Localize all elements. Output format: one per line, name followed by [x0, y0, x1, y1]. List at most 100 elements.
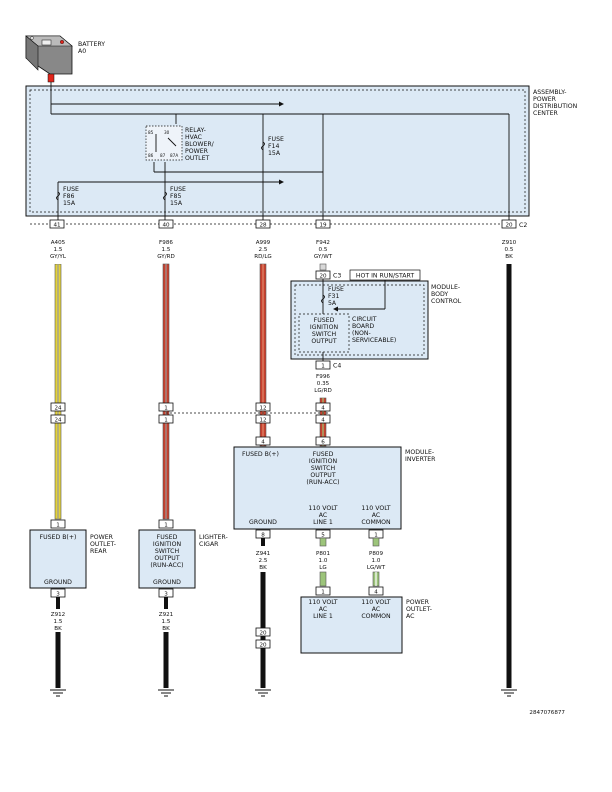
- wire-p801: [319, 571, 327, 587]
- rear-outlet-fused-b: FUSED B(+): [40, 534, 77, 541]
- z912-gauge: 1.5: [54, 619, 63, 625]
- lighter-ign-2: IGNITION: [153, 541, 182, 548]
- f986-circuit: F986: [159, 240, 173, 246]
- c3-label: C3: [333, 273, 341, 280]
- ac-outlet-label-2: OUTLET-: [406, 606, 432, 613]
- pin-28-label: 28: [259, 223, 267, 229]
- inline-pin-24a: [50, 402, 66, 412]
- wire-label-f942: F942 0.5 GY/WT: [314, 240, 333, 260]
- lighter-module: [138, 529, 196, 589]
- lighter-pin-1: [158, 519, 174, 529]
- fuse-f86-symbol: [56, 191, 60, 201]
- pdc-label-2: POWER: [533, 96, 557, 103]
- a999-circuit: A999: [256, 240, 271, 246]
- lighter-label-2: CIGAR: [199, 541, 219, 548]
- fuse-f85-label-1: FUSE: [170, 186, 186, 193]
- battery: [25, 35, 73, 83]
- fuse-f86-label-2: F86: [63, 193, 74, 200]
- pdc-label-1: ASSEMBLY-: [533, 89, 566, 96]
- lighter-ign-5: (RUN-ACC): [150, 562, 183, 569]
- wire-label-a999: A999 2.5 RD/LG: [254, 240, 272, 260]
- inline-pin-12a-label: 12: [259, 406, 266, 412]
- wire-p809: [372, 571, 380, 587]
- c4-pin-label: 1: [321, 364, 325, 370]
- inverter-ground: GROUND: [249, 519, 277, 526]
- z912-circuit: Z912: [51, 612, 66, 618]
- pin-20: [501, 219, 517, 229]
- diagram-number: 2847076877: [529, 710, 565, 716]
- ac-outlet-label-1: POWER: [406, 599, 430, 606]
- inline-pin-12b: [255, 414, 271, 424]
- ac-outlet-line-a: 110 VOLT: [308, 599, 337, 606]
- bcm-module: [290, 280, 429, 360]
- inline-pin-1b-label: 1: [164, 418, 168, 424]
- pin-41-label: 41: [53, 223, 61, 229]
- rear-outlet-label-1: POWER: [90, 534, 114, 541]
- ground-inline-pin-20b: [255, 639, 271, 649]
- pin-40: [158, 219, 174, 229]
- z910-circuit: Z910: [502, 240, 517, 246]
- bcm-inner-border: [294, 284, 425, 356]
- bcm-label-3: CONTROL: [431, 298, 462, 305]
- ground-symbol-lighter: [158, 689, 174, 697]
- pin-41: [49, 219, 65, 229]
- rear-outlet-label-3: REAR: [90, 548, 107, 555]
- pin-19-label: 19: [319, 223, 327, 229]
- ac-outlet-com-b: AC: [372, 606, 380, 613]
- z921-gauge: 1.5: [162, 619, 171, 625]
- a405-color: GY/YL: [50, 254, 67, 260]
- ground-symbol-rear: [50, 689, 66, 697]
- bcm-fused-4: OUTPUT: [311, 338, 336, 345]
- rear-outlet-pin-3-label: 3: [56, 592, 60, 598]
- rear-outlet-ground: GROUND: [44, 579, 72, 586]
- wire-z912-top: [56, 597, 60, 609]
- bcm-fused-1: FUSED: [314, 317, 335, 324]
- ac-outlet-pin-1: [315, 586, 331, 596]
- inline-pin-12b-label: 12: [259, 418, 266, 424]
- ac-outlet-com-a: 110 VOLT: [361, 599, 390, 606]
- pdc-label-4: CENTER: [533, 110, 559, 117]
- relay-label-2: HVAC: [185, 134, 202, 141]
- f996-color: LG/RD: [314, 388, 332, 394]
- fuse-f14-label-3: 15A: [268, 150, 281, 157]
- inline-pin-24b: [50, 414, 66, 424]
- wire-p809-top: [372, 537, 380, 547]
- fuse-f14-symbol: [261, 141, 265, 151]
- z921-circuit: Z921: [159, 612, 174, 618]
- battery-id: A0: [78, 48, 86, 55]
- z941-gauge: 2.5: [259, 558, 268, 564]
- pin-19: [315, 219, 331, 229]
- bcm-cb-4: SERVICEABLE): [352, 337, 396, 344]
- fuse-f31-label-3: 5A: [328, 300, 337, 307]
- z941-color: BK: [259, 565, 267, 571]
- inverter-ign-4: OUTPUT: [310, 472, 335, 479]
- wire-label-z910: Z910 0.5 BK: [502, 240, 517, 260]
- bcm-cb-2: BOARD: [352, 323, 374, 330]
- pin-40-label: 40: [162, 223, 170, 229]
- rear-outlet-pin-1: [50, 519, 66, 529]
- a405-gauge: 1.5: [54, 247, 63, 253]
- z910-gauge: 0.5: [505, 247, 514, 253]
- relay-label-3: BLOWER/: [185, 141, 215, 148]
- ac-outlet-pin-4: [368, 586, 384, 596]
- fuse-f14-label-2: F14: [268, 143, 279, 150]
- lighter-ign-4: OUTPUT: [154, 555, 179, 562]
- p801-circuit: P801: [316, 551, 330, 557]
- fuse-f85-symbol: [163, 191, 167, 201]
- inline-pin-4b: [315, 414, 331, 424]
- lighter-label-1: LIGHTER-: [199, 534, 228, 541]
- inverter-ign-3: SWITCH: [311, 465, 336, 472]
- ground-symbol-inverter: [255, 689, 271, 697]
- fused-ignition-box: [298, 313, 350, 353]
- relay-pin-87a: 87A: [170, 153, 178, 158]
- relay-pin-30: 30: [164, 130, 170, 135]
- lighter-ign-3: SWITCH: [155, 548, 180, 555]
- inline-pin-4b-label: 4: [321, 418, 325, 424]
- p801-gauge: 1.0: [319, 558, 328, 564]
- relay-pin-87: 87: [160, 153, 166, 158]
- c3-pin-label: 20: [319, 274, 327, 280]
- f996-circuit: F996: [316, 374, 330, 380]
- inverter-label-1: MODULE-: [405, 449, 434, 456]
- inverter-pin-6-label: 6: [321, 440, 325, 446]
- z910-color: BK: [505, 254, 513, 260]
